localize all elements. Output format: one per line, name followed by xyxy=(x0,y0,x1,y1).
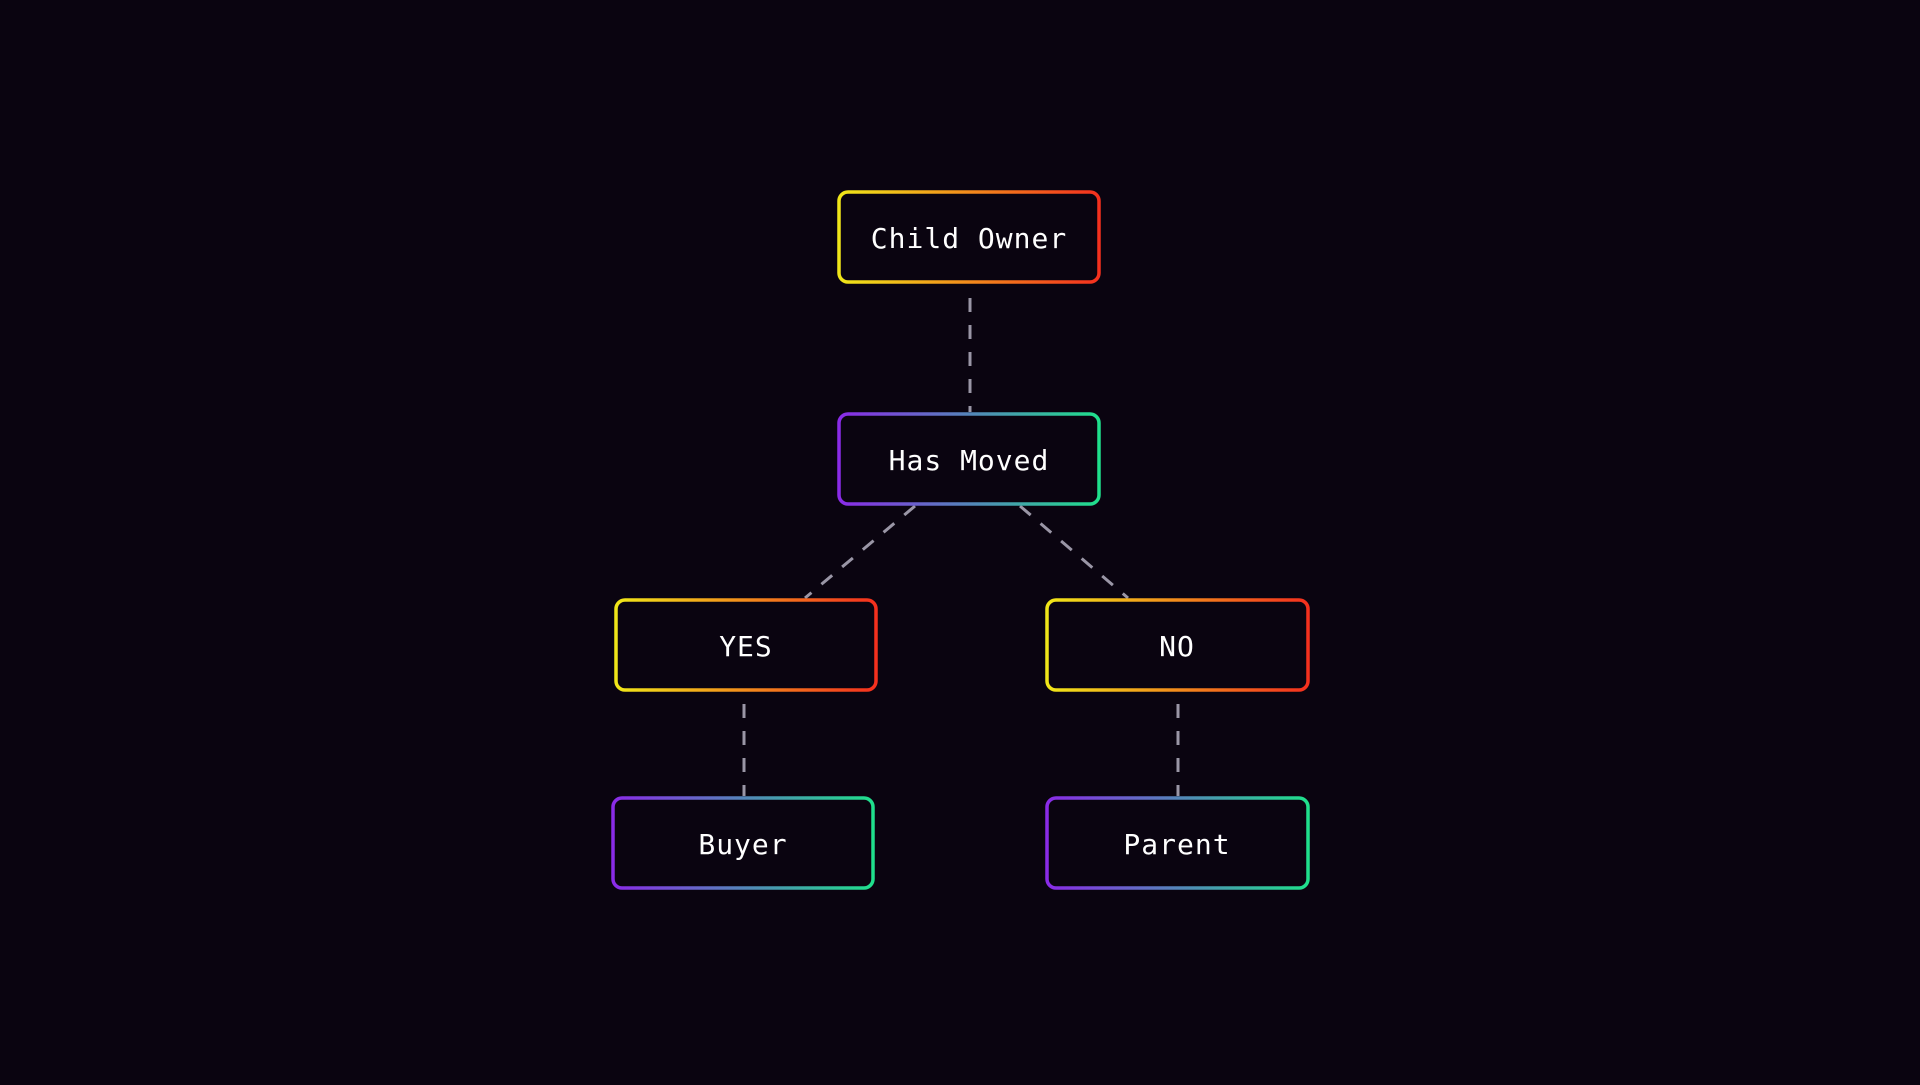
node-yes: YES xyxy=(614,598,878,692)
node-buyer-label: Buyer xyxy=(698,828,787,861)
node-parent-label: Parent xyxy=(1123,828,1230,861)
edge-has-moved-to-no xyxy=(1019,504,1129,600)
edge-has-moved-to-yes xyxy=(804,504,916,600)
node-child-owner: Child Owner xyxy=(837,190,1101,284)
node-child-owner-label: Child Owner xyxy=(871,222,1067,255)
node-has-moved: Has Moved xyxy=(837,412,1101,506)
node-buyer: Buyer xyxy=(611,796,875,890)
node-parent: Parent xyxy=(1045,796,1310,890)
node-no-label: NO xyxy=(1159,630,1195,663)
node-no: NO xyxy=(1045,598,1310,692)
node-has-moved-label: Has Moved xyxy=(889,444,1050,477)
node-yes-label: YES xyxy=(719,630,773,663)
